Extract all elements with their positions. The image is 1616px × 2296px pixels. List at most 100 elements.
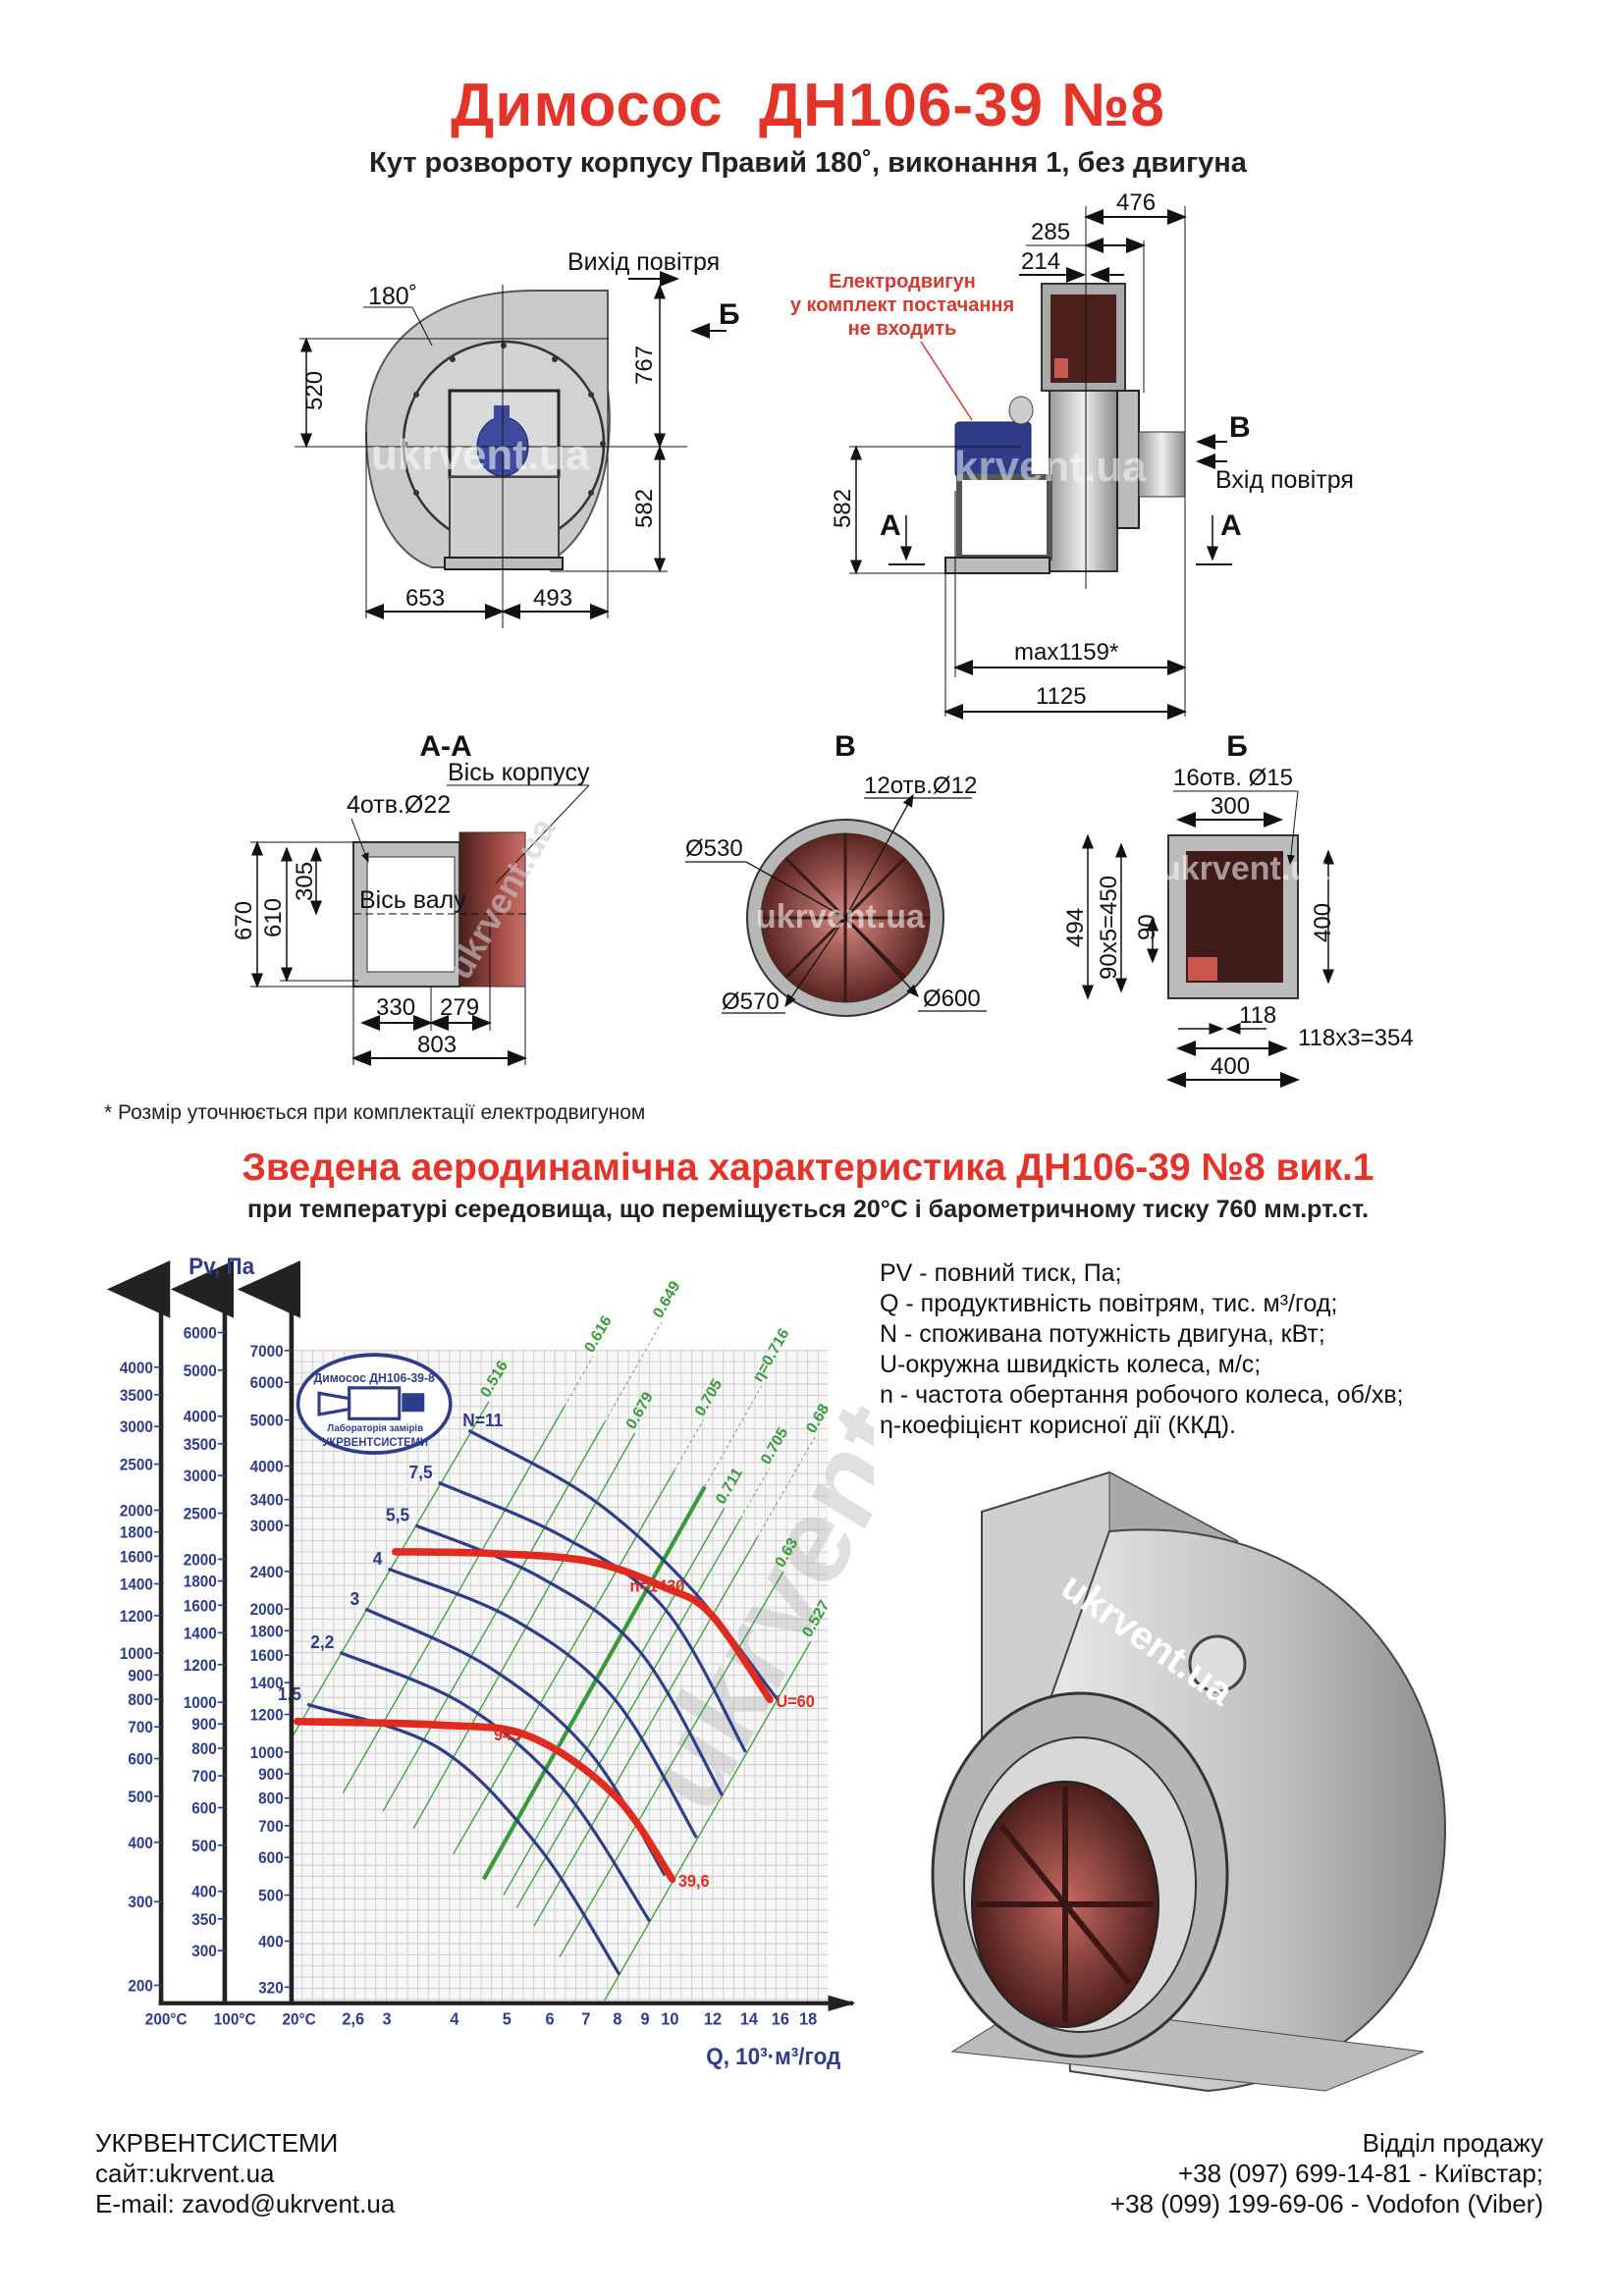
x-tick-label: 4 — [450, 2009, 459, 2029]
dim-400-vertical: 400 — [1310, 903, 1336, 942]
efficiency-label: 0.649 — [650, 1278, 683, 1321]
chart-subtitle: при температурі середовища, що переміщує… — [246, 1196, 1370, 1223]
stamp-line: Димосос ДН106-39-8 — [314, 1371, 435, 1385]
y-tick-label: 2500 — [120, 1457, 153, 1474]
y-tick-label: 600 — [258, 1850, 284, 1868]
power-label: 4 — [373, 1548, 383, 1569]
y-tick-label: 4000 — [250, 1459, 284, 1476]
y-tick-label: 900 — [191, 1717, 217, 1735]
y-tick-label: 800 — [128, 1692, 153, 1710]
power-label: 5,5 — [386, 1505, 409, 1525]
y-tick-label: 4000 — [184, 1409, 217, 1426]
company-email[interactable]: E-mail: zavod@ukrvent.ua — [95, 2189, 396, 2218]
holes-label: 4отв.Ø22 — [347, 791, 451, 819]
y-tick-label: 200 — [128, 1978, 153, 1996]
x-tick-label: 5 — [503, 2009, 512, 2029]
x-tick-label: 6 — [545, 2009, 554, 2029]
y-tick-label: 400 — [191, 1884, 217, 1901]
section-aa: А-А Вісь корпусу 4отв.Ø22 Вісь валу 670 … — [231, 730, 590, 1066]
duct — [458, 831, 526, 988]
y-tick-label: 2500 — [184, 1506, 217, 1523]
speed-end-label: U=60 — [776, 1691, 815, 1711]
dim-354: 118х3=354 — [1298, 1025, 1414, 1051]
angle-label: 180˚ — [368, 283, 417, 310]
dim-450: 90х5=450 — [1096, 876, 1122, 980]
efficiency-line — [342, 1406, 566, 1793]
footer-company: УКРВЕНТСИСТЕМИ сайт:ukrvent.ua E-mail: z… — [95, 2128, 395, 2219]
motor-note-line: не входить — [848, 318, 957, 340]
lab-stamp: Димосос ДН106-39-8 Лабораторія замірів У… — [296, 1353, 453, 1455]
legend: PV - повний тиск, Па; Q - продуктивність… — [880, 1258, 1404, 1441]
x-axis-arrow — [828, 1995, 856, 2011]
y-tick-label: 700 — [258, 1818, 284, 1836]
section-b-title: Б — [1226, 730, 1248, 763]
y-tick-label: 900 — [258, 1767, 284, 1785]
section-b-mark: Б — [719, 298, 740, 331]
holes-16: 16отв. Ø15 — [1173, 765, 1293, 791]
y-tick-label: 4000 — [120, 1360, 153, 1377]
y-tick-label: 1400 — [250, 1676, 284, 1693]
y-tick-label: 500 — [258, 1888, 284, 1905]
y-tick-label: 1000 — [184, 1695, 217, 1713]
y-tick-label: 300 — [191, 1944, 217, 1961]
y-tick-label: 2000 — [184, 1552, 217, 1570]
legend-item: PV - повний тиск, Па; — [880, 1259, 1122, 1287]
temperature-label: 20°C — [282, 2011, 315, 2029]
outlet-label: Вихід повітря — [567, 248, 720, 276]
dim-1125: 1125 — [1036, 683, 1087, 710]
x-tick-label: 9 — [641, 2009, 650, 2029]
shaft-axis-label: Вісь валу — [359, 886, 466, 914]
efficiency-line — [533, 1536, 758, 1927]
company-name: УКРВЕНТСИСТЕМИ — [95, 2128, 339, 2158]
efficiency-label-leader — [604, 1321, 663, 1423]
y-tick-label: 3500 — [120, 1387, 153, 1405]
chart-title: Зведена аеродинамічна характеристика ДН1… — [242, 1147, 1374, 1189]
y-tick-label: 800 — [258, 1790, 284, 1808]
y-tick-label: 2400 — [250, 1564, 284, 1581]
front-view: 180˚ Вихід повітря Б 520 767 582 653 493… — [295, 248, 740, 628]
legend-item: η-коефіцієнт корисної дії (ККД). — [880, 1412, 1236, 1439]
efficiency-label: 0.616 — [581, 1312, 615, 1356]
y-tick-label: 400 — [258, 1934, 284, 1951]
dim-610: 610 — [260, 898, 287, 937]
dim-214: 214 — [1021, 248, 1060, 275]
y-tick-label: 1600 — [250, 1648, 284, 1666]
speed-label: n=1430 — [630, 1576, 685, 1596]
y-tick-label: 1800 — [250, 1624, 284, 1641]
watermark: ukrvent.ua — [756, 898, 926, 935]
speed-end-label: 39,6 — [678, 1872, 710, 1892]
y-tick-label: 600 — [128, 1751, 153, 1769]
watermark: ukrvent.ua — [928, 443, 1147, 491]
dim-90: 90 — [1134, 914, 1160, 940]
speed-curve — [392, 1548, 774, 1704]
footnote: * Розмір уточнюється при комплектації ел… — [104, 1101, 646, 1124]
legend-item: U-окружна швидкість колеса, м/с; — [880, 1351, 1262, 1378]
chart-axes: 4000350030002500200018001600140012001000… — [106, 1260, 856, 2029]
efficiency-line — [481, 1485, 707, 1881]
sales-phone[interactable]: +38 (097) 699-14-81 - Київстар; — [1177, 2159, 1543, 2188]
stamp-line: Лабораторія замірів — [327, 1422, 423, 1434]
efficiency-line — [604, 1640, 812, 2002]
y-tick-label: 1400 — [120, 1576, 153, 1594]
power-curve — [414, 1523, 725, 1797]
efficiency-line — [515, 1518, 741, 1908]
y-tick-label: 500 — [128, 1789, 153, 1806]
inlet-label: Вхід повітря — [1215, 466, 1354, 494]
power-label: 7,5 — [409, 1463, 433, 1483]
d600: Ø600 — [923, 986, 981, 1012]
x-tick-label: 16 — [772, 2009, 789, 2029]
y-tick-label: 700 — [128, 1720, 153, 1737]
sales-title: Відділ продажу — [1362, 2128, 1543, 2158]
dim-330: 330 — [376, 994, 415, 1021]
y-tick-label: 1200 — [250, 1707, 284, 1725]
x-tick-label: 14 — [740, 2009, 759, 2029]
sales-phone[interactable]: +38 (099) 199-69-06 - Vodofon (Viber) — [1109, 2189, 1543, 2218]
y-tick-label: 300 — [128, 1895, 153, 1912]
power-curve — [388, 1567, 698, 1840]
y-tick-label: 2000 — [250, 1602, 284, 1620]
y-axis-label: Pv, Па — [189, 1254, 255, 1280]
temperature-label: 100°C — [214, 2011, 256, 2029]
company-site[interactable]: сайт:ukrvent.ua — [95, 2159, 275, 2188]
